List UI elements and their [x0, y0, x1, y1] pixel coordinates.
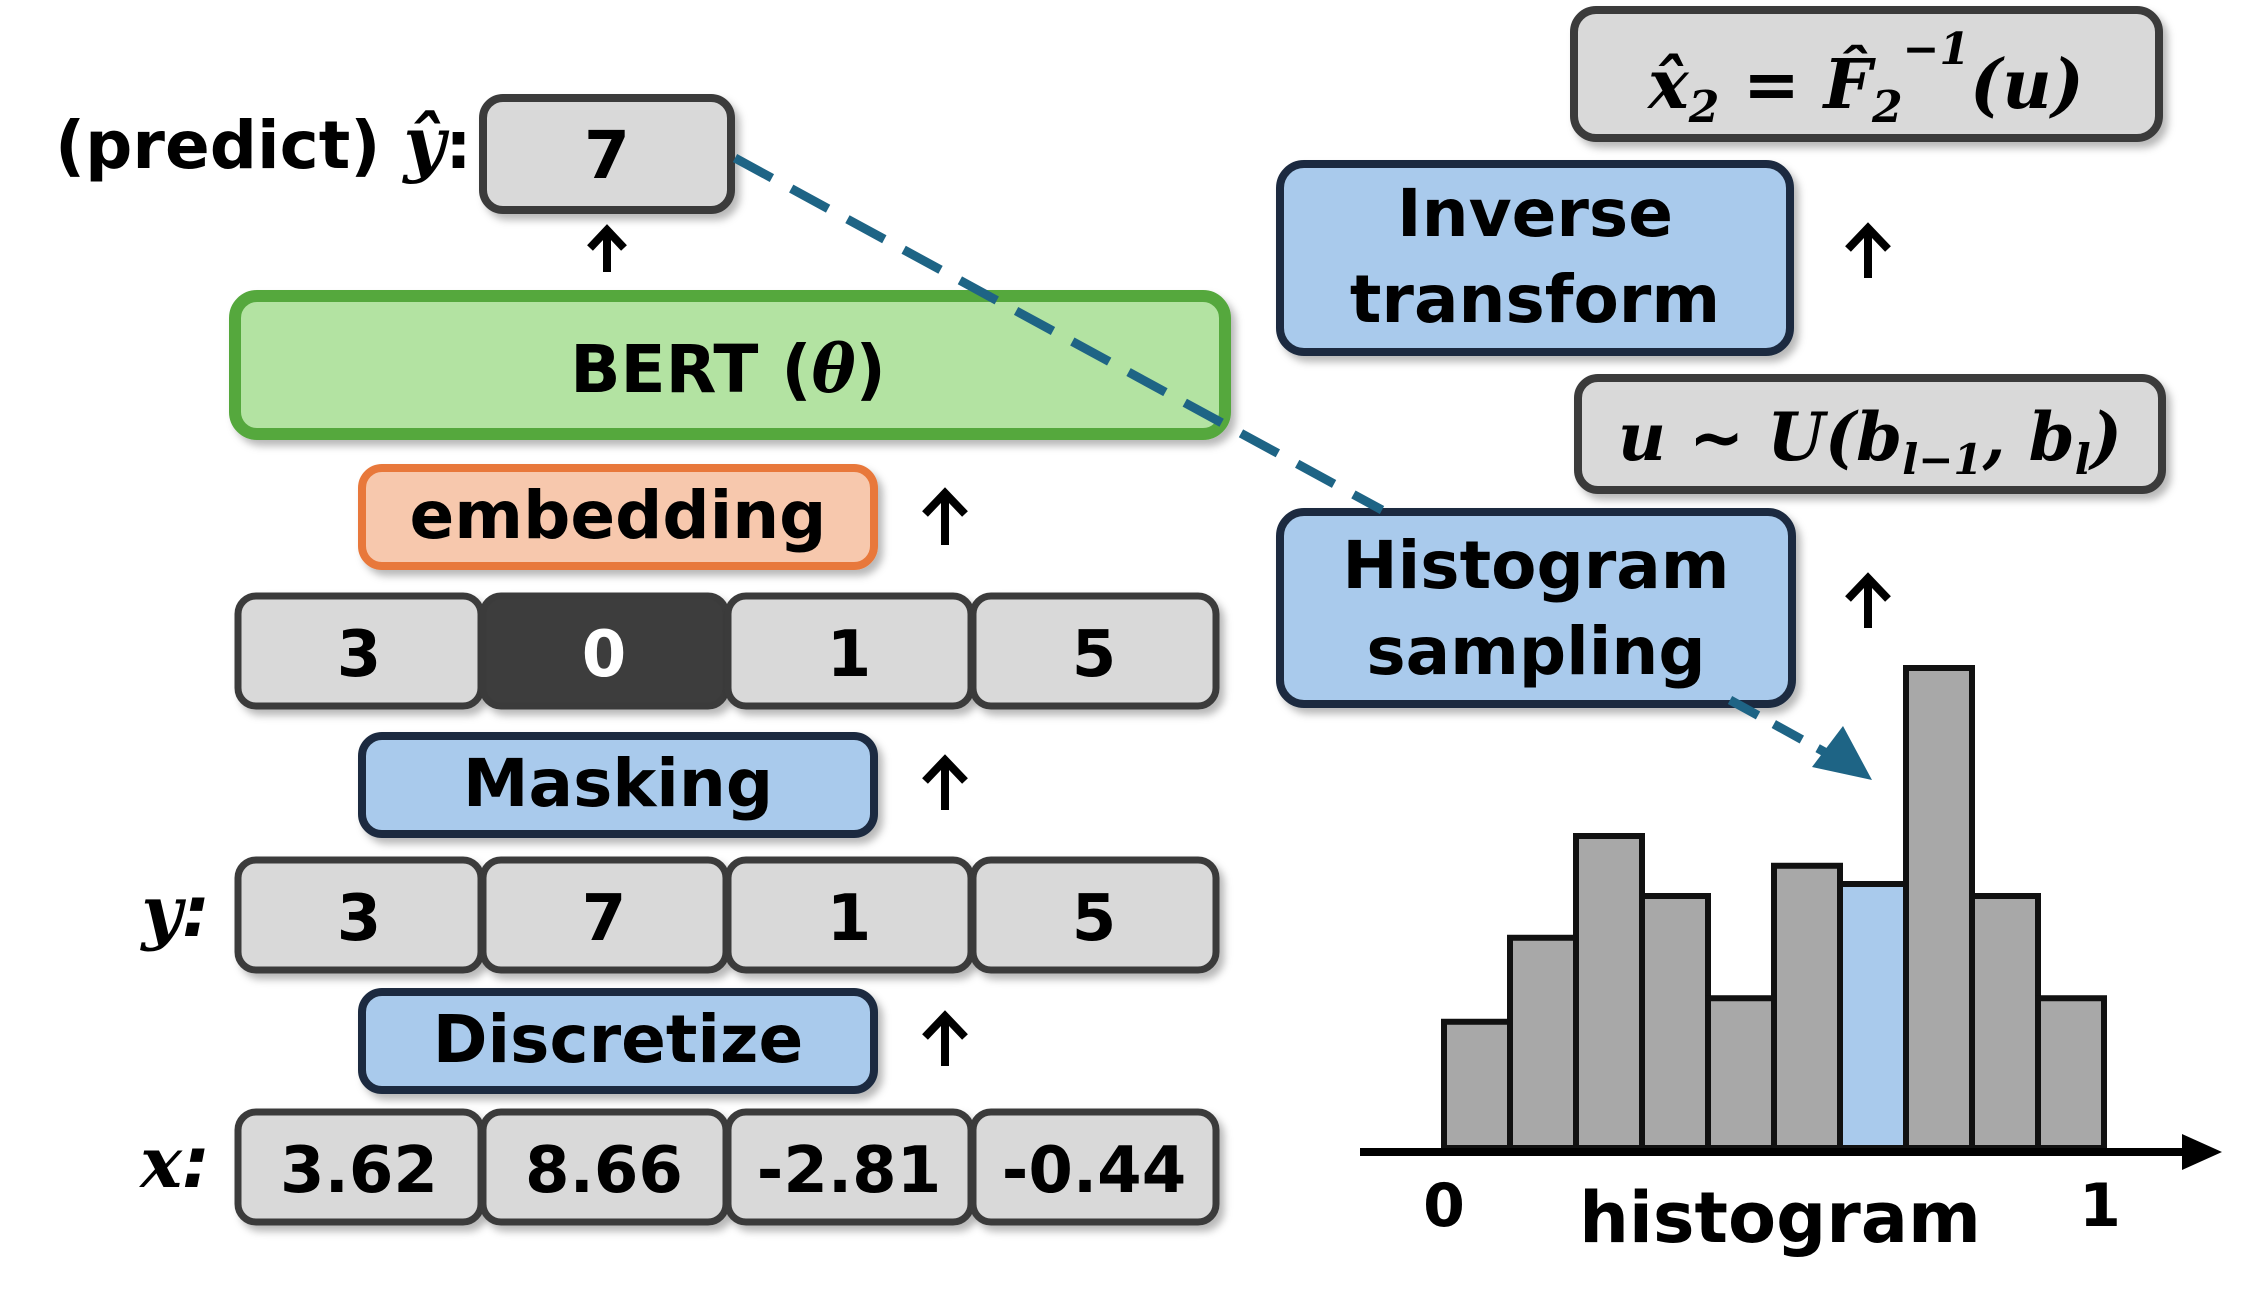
up-arrow-icon: [587, 224, 627, 272]
histogram-bar: [2035, 995, 2107, 1151]
x-token-value: 3.62: [280, 1134, 438, 1208]
histogram-sampling-box: Histogram sampling: [1276, 508, 1796, 708]
prediction-value: 7: [584, 117, 630, 194]
inverse-label-line2: transform: [1350, 261, 1720, 338]
discretize-label: Discretize: [433, 1001, 803, 1078]
histogram-bar: [1507, 934, 1579, 1152]
masked-token-value: 1: [827, 618, 872, 692]
bert-label: BERT (θ): [570, 330, 886, 408]
prediction-connector: [732, 154, 1385, 514]
masked-token-value: 5: [1072, 618, 1117, 692]
up-arrow-icon: [922, 487, 968, 545]
masking-box: Masking: [358, 732, 878, 838]
x-token-cell: 3.62: [234, 1108, 485, 1226]
masked-token-value: 3: [337, 618, 382, 692]
y-token-value: 5: [1072, 882, 1117, 956]
axis-end-label: 1: [2079, 1171, 2121, 1241]
x-token-cell: -0.44: [969, 1108, 1220, 1226]
masked-token-row: 3 0 1 5: [234, 592, 1220, 710]
embedding-box: embedding: [358, 464, 878, 570]
x-token-cell: -2.81: [724, 1108, 975, 1226]
discrete-token-row: 3 7 1 5: [234, 856, 1220, 974]
x-row-label: x:: [138, 1121, 210, 1204]
y-token-value: 1: [827, 882, 872, 956]
axis-start-label: 0: [1423, 1171, 1465, 1241]
histogram-label-line1: Histogram: [1342, 527, 1729, 604]
histogram-label-line2: sampling: [1366, 613, 1705, 690]
histogram-bar: [1903, 665, 1975, 1151]
inverse-formula-box: x̂2 = F̂2−1(u): [1570, 6, 2163, 142]
histogram-bar: [1639, 893, 1711, 1151]
masked-token-value: 0: [582, 618, 627, 692]
up-arrow-icon: [1845, 222, 1891, 278]
masked-token-cell: 5: [969, 592, 1220, 710]
discretize-box: Discretize: [358, 988, 878, 1094]
histogram-bar: [1573, 833, 1645, 1151]
embedding-label: embedding: [410, 477, 827, 554]
x-token-value: 8.66: [525, 1134, 683, 1208]
up-arrow-icon: [922, 1010, 968, 1066]
histogram-bar: [1969, 893, 2041, 1151]
y-token-value: 3: [337, 882, 382, 956]
histogram-axis: [1360, 1134, 2222, 1170]
histogram-axis-label: histogram: [1579, 1177, 1981, 1259]
histogram-bar: [1441, 1018, 1513, 1152]
bert-box: BERT (θ): [229, 290, 1231, 440]
up-arrow-icon: [1845, 572, 1891, 628]
y-token-cell: 5: [969, 856, 1220, 974]
inverse-formula: x̂2 = F̂2−1(u): [1646, 24, 2084, 133]
y-token-cell: 3: [234, 856, 485, 974]
histogram-bar: [1705, 995, 1777, 1151]
masked-token-cell: 3: [234, 592, 485, 710]
x-token-cell: 8.66: [479, 1108, 730, 1226]
x-token-value: -0.44: [1002, 1134, 1186, 1208]
masked-token-cell: 1: [724, 592, 975, 710]
sampling-formula: u ~ U(bl−1, bl): [1618, 398, 2122, 484]
sampling-formula-box: u ~ U(bl−1, bl): [1574, 374, 2166, 494]
y-token-value: 7: [582, 882, 627, 956]
bin-arrow-icon: [1812, 726, 1872, 780]
histogram-chart: [1441, 665, 2107, 1152]
prediction-box: 7: [479, 94, 735, 214]
y-row-label: y:: [139, 870, 210, 953]
continuous-value-row: 3.62 8.66 -2.81 -0.44: [234, 1108, 1220, 1226]
histogram-bar-selected: [1837, 881, 1909, 1151]
y-token-cell: 7: [479, 856, 730, 974]
x-token-value: -2.81: [757, 1134, 941, 1208]
inverse-label-line1: Inverse: [1397, 175, 1673, 252]
y-token-cell: 1: [724, 856, 975, 974]
up-arrow-icon: [922, 754, 968, 810]
masked-token-cell: 0: [479, 592, 730, 710]
inverse-transform-box: Inverse transform: [1276, 160, 1794, 356]
masking-label: Masking: [463, 745, 773, 822]
histogram-bar: [1771, 862, 1843, 1151]
predict-label: (predict) ŷ:: [55, 100, 472, 185]
